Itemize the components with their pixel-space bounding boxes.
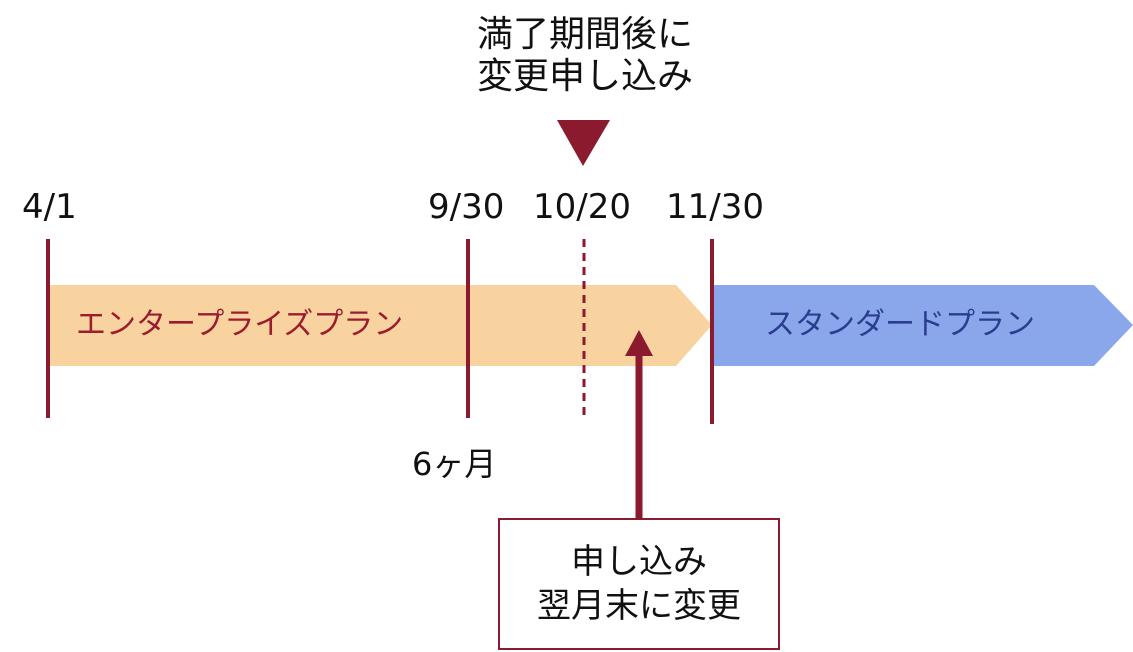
date-application: 10/20 (533, 187, 631, 227)
enterprise-plan-arrow (48, 285, 712, 366)
callout-line-2: 翌月末に変更 (537, 586, 741, 626)
date-six-month: 9/30 (428, 187, 505, 227)
callout-box: 申し込み 翌月末に変更 (498, 518, 780, 650)
notice-pointer-triangle (557, 120, 610, 166)
period-label: 6ヶ月 (412, 445, 497, 483)
callout-arrow-head (625, 330, 653, 356)
notice-line-1: 満了期間後に (476, 14, 693, 55)
notice-line-2: 変更申し込み (476, 56, 693, 97)
enterprise-plan-label: エンタープライズプラン (76, 307, 404, 342)
date-start: 4/1 (22, 187, 77, 227)
notice-text: 満了期間後に 変更申し込み (400, 14, 770, 98)
standard-plan-arrow (712, 285, 1133, 366)
standard-plan-label: スタンダードプラン (765, 307, 1035, 342)
callout-line-1: 申し込み (571, 542, 707, 582)
date-change: 11/30 (666, 187, 764, 227)
